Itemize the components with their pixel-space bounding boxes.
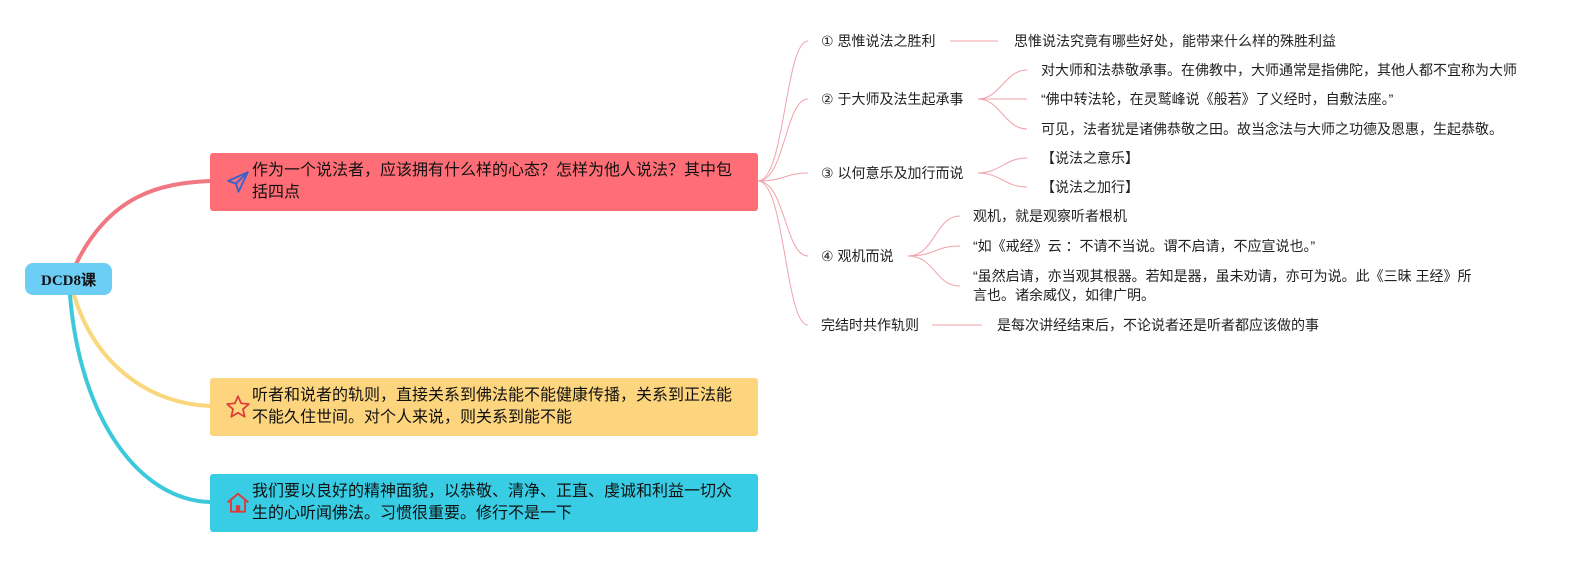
branch-node-1[interactable]: 作为一个说法者，应该拥有什么样的心态？怎样为他人说法？其中包括四点 [210, 153, 758, 211]
root-node[interactable]: DCD8课 [25, 263, 112, 295]
link-point-3-child-1 [977, 157, 1028, 174]
branch-text: 听者和说者的轨则，直接关系到佛法能不能健康传播，关系到正法能不能久住世间。对个人… [252, 387, 733, 426]
link-point-2-child-3 [977, 98, 1028, 130]
link-point-1 [757, 40, 809, 182]
point-5[interactable]: 完结时共作轨则 [821, 317, 919, 333]
root-branch3-link [68, 293, 212, 504]
point-2-detail-3[interactable]: 可见，法者犹是诸佛恭敬之田。故当念法与大师之功德及恩惠，生起恭敬。 [1041, 121, 1503, 137]
star-icon [226, 395, 250, 418]
point-3-detail-2[interactable]: 【说法之加行】 [1041, 179, 1139, 195]
point-2-detail-1[interactable]: 对大师和法恭敬承事。在佛教中，大师通常是指佛陀，其他人都不宜称为大师 [1041, 62, 1517, 78]
link-point-2-child-1 [977, 69, 1028, 100]
root-branch2-link [72, 293, 212, 408]
point-5-detail-1[interactable]: 是每次讲经结束后，不论说者还是听者都应该做的事 [997, 317, 1319, 333]
point-3-detail-1[interactable]: 【说法之意乐】 [1041, 150, 1139, 166]
link-point-4-child-3 [907, 255, 961, 287]
link-point-4-child-2 [907, 245, 961, 257]
link-point-4 [757, 180, 809, 257]
link-point-2 [757, 98, 809, 182]
point-4-detail-1[interactable]: 观机，就是观察听者根机 [973, 208, 1127, 224]
point-2-detail-2[interactable]: “佛中转法轮，在灵鹫峰说《般若》了义经时，自敷法座。” [1041, 91, 1394, 107]
branch-text: 我们要以良好的精神面貌，以恭敬、清净、正直、虔诚和利益一切众生的心听闻佛法。习惯… [252, 483, 733, 522]
link-point-3 [757, 172, 809, 182]
house-icon [227, 492, 249, 513]
point-1-detail-1[interactable]: 思惟说法究竟有哪些好处，能带来什么样的殊胜利益 [1014, 33, 1336, 49]
point-4-detail-2[interactable]: “如《戒经》云 ：不请不当说。谓不启请，不应宣说也。” [973, 238, 1316, 254]
branch-text: 作为一个说法者，应该拥有什么样的心态？怎样为他人说法？其中包括四点 [252, 162, 733, 201]
point-2[interactable]: ② 于大师及法生起承事 [821, 91, 964, 107]
branch-node-3[interactable]: 我们要以良好的精神面貌，以恭敬、清净、正直、虔诚和利益一切众生的心听闻佛法。习惯… [210, 474, 758, 532]
link-point-3-child-2 [977, 172, 1028, 188]
paper-plane-icon [227, 171, 249, 193]
point-1[interactable]: ① 思惟说法之胜利 [821, 33, 936, 49]
point-4[interactable]: ④ 观机而说 [821, 248, 894, 264]
point-3[interactable]: ③ 以何意乐及加行而说 [821, 165, 964, 181]
link-point-5 [757, 180, 809, 326]
root-branch1-link [74, 179, 212, 266]
point-4-detail-3[interactable]: “虽然启请，亦当观其根器。若知是器，虽未劝请，亦可为说。此《三昧 王经》所言也。… [973, 268, 1472, 303]
branch-node-2[interactable]: 听者和说者的轨则，直接关系到佛法能不能健康传播，关系到正法能不能久住世间。对个人… [210, 378, 758, 436]
link-point-4-child-1 [907, 215, 961, 257]
